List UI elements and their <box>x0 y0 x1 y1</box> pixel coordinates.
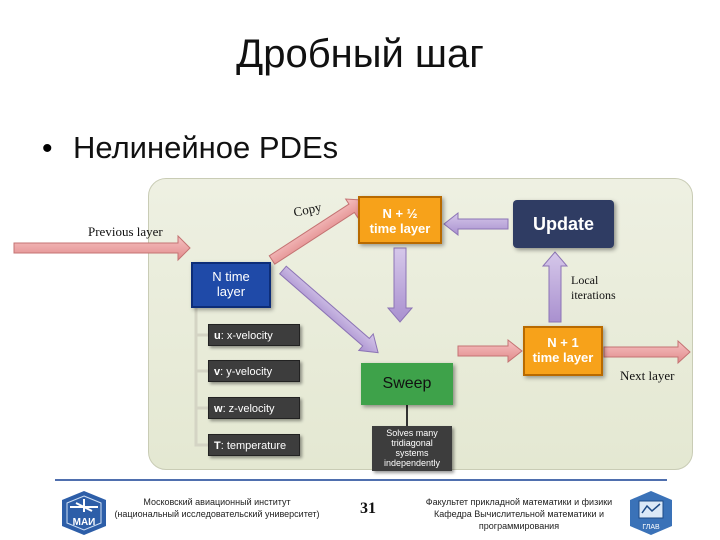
local-iterations-arrow <box>541 251 569 323</box>
half-step-line2: time layer <box>369 221 431 236</box>
local-iterations-line2: iterations <box>571 288 616 302</box>
variable-t-box: T: temperature <box>208 434 300 456</box>
footer-right-line3: программирования <box>478 521 560 531</box>
variable-u-box: u: x-velocity <box>208 324 300 346</box>
n-time-line1: N time <box>212 269 250 284</box>
slide-title: Дробный шаг <box>236 32 484 76</box>
solves-line2: tridiagonal <box>391 438 433 448</box>
footer-left-line2: (национальный исследовательский универси… <box>114 509 320 519</box>
mai-logo-icon: МАИ <box>62 491 106 535</box>
variable-w-symbol: w <box>214 403 223 415</box>
previous-layer-label: Previous layer <box>88 224 163 239</box>
footer-right-line2: Кафедра Вычислительной математики и <box>433 509 605 519</box>
variable-u-symbol: u <box>214 330 221 342</box>
solves-box: Solves many tridiagonal systems independ… <box>372 426 452 471</box>
update-box: Update <box>513 200 614 248</box>
variable-u-text: : x-velocity <box>220 330 273 342</box>
n-plus-one-line1: N + 1 <box>547 335 579 350</box>
solves-line1: Solves many <box>386 428 438 438</box>
sweep-box: Sweep <box>361 363 453 405</box>
department-logo-icon: ГЛАВ <box>630 491 672 535</box>
half-step-box: N + ½ time layer <box>358 196 442 244</box>
bullet-dot: • <box>42 132 53 165</box>
n-plus-one-line2: time layer <box>532 350 594 365</box>
next-layer-label: Next layer <box>620 368 675 383</box>
variable-w-box: w: z-velocity <box>208 397 300 419</box>
local-iterations-line1: Local <box>571 273 599 287</box>
footer-right-line1: Факультет прикладной математики и физики <box>425 497 613 507</box>
n-time-line2: layer <box>216 284 246 299</box>
bullet-text: Нелинейное PDEs <box>73 130 339 165</box>
mai-logo-text: МАИ <box>73 517 96 528</box>
next-layer-arrow <box>603 339 691 365</box>
variable-t-text: : temperature <box>220 440 287 452</box>
variable-v-symbol: v <box>214 366 221 378</box>
half-step-down-arrow <box>386 247 414 323</box>
variable-t-symbol: T <box>214 440 221 452</box>
to-sweep-arrow <box>279 265 379 354</box>
variable-w-text: : z-velocity <box>222 403 275 415</box>
footer-right: Факультет прикладной математики и физики… <box>405 496 633 532</box>
solves-line3: systems <box>395 448 429 458</box>
footer-divider <box>55 479 667 481</box>
n-time-layer-box: N time layer <box>191 262 271 308</box>
n-plus-one-box: N + 1 time layer <box>523 326 603 376</box>
solves-line4: independently <box>383 458 441 468</box>
variable-tree <box>194 308 208 447</box>
variable-v-text: : y-velocity <box>220 366 273 378</box>
variable-v-box: v: y-velocity <box>208 360 300 382</box>
previous-layer-arrow <box>13 234 191 262</box>
department-logo-text: ГЛАВ <box>642 524 660 531</box>
sweep-to-n1-arrow <box>457 338 523 364</box>
local-iterations-label: Local iterations <box>571 273 616 303</box>
footer-left: Московский авиационный институт (национа… <box>112 496 322 520</box>
page-number: 31 <box>360 500 376 517</box>
footer-left-line1: Московский авиационный институт <box>143 497 291 507</box>
half-step-line1: N + ½ <box>382 206 418 221</box>
update-to-half-arrow <box>443 211 509 237</box>
